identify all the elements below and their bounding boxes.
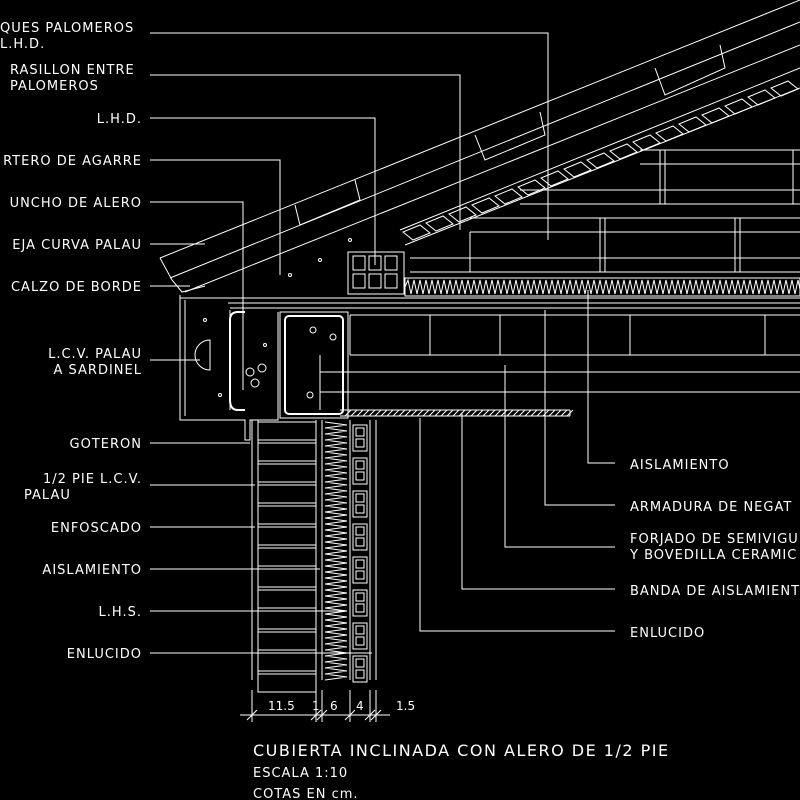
label-calzo: CALZO DE BORDE: [11, 280, 142, 295]
brick-course: [257, 631, 317, 651]
roof-slope: [159, 0, 800, 293]
hollow-brick: [352, 556, 368, 584]
brick-course: [257, 652, 317, 672]
brick-course: [257, 568, 317, 588]
brick-hole: [355, 570, 365, 580]
brick-hole: [355, 625, 365, 635]
hollow-brick: [352, 622, 368, 650]
brick-course: [257, 526, 317, 546]
label-medio-pie-1: 1/2 PIE L.C.V.: [43, 472, 142, 487]
facade-wall: [251, 420, 377, 693]
label-forjado-2: Y BOVEDILLA CERAMIC: [629, 548, 797, 563]
brick-hole: [355, 493, 365, 503]
brick-hole: [355, 669, 365, 679]
drawing-title: CUBIERTA INCLINADA CON ALERO DE 1/2 PIE: [253, 741, 670, 760]
floor-slab: [180, 297, 800, 417]
brick-course: [257, 463, 317, 483]
brick-hole: [355, 526, 365, 536]
drawing-units: COTAS EN cm.: [253, 787, 359, 800]
label-banda: BANDA DE AISLAMIENT: [630, 584, 800, 599]
brick-course: [257, 421, 317, 441]
label-tejas-palomeros-2: L.H.D.: [0, 37, 45, 52]
brick-course: [257, 610, 317, 630]
label-lhs: L.H.S.: [99, 605, 142, 620]
label-forjado-1: FORJADO DE SEMIVIGU: [630, 532, 799, 547]
label-zuncho: UNCHO DE ALERO: [10, 196, 142, 211]
brick-hole: [355, 559, 365, 569]
lhd-brick: [347, 251, 405, 295]
brick-hole: [355, 438, 365, 448]
brick-hole: [355, 658, 365, 668]
label-enfoscado: ENFOSCADO: [51, 521, 142, 536]
eave-beam: [279, 311, 349, 419]
brick-course: [257, 589, 317, 609]
title-block: CUBIERTA INCLINADA CON ALERO DE 1/2 PIE …: [253, 741, 670, 800]
dim-6: 6: [330, 699, 338, 713]
brick-hole: [355, 537, 365, 547]
dim-1: 1: [312, 699, 320, 713]
hollow-brick: [352, 457, 368, 485]
label-teja: EJA CURVA PALAU: [12, 238, 142, 253]
hollow-brick: [352, 655, 368, 683]
roof-insulation: [404, 277, 800, 297]
dimension-line: 11.5 1 6 4 1.5: [240, 690, 415, 722]
dim-1-5: 1.5: [396, 699, 415, 713]
brick-course: [257, 505, 317, 525]
label-goteron: GOTERON: [70, 437, 142, 452]
leader-lines: [150, 32, 549, 654]
hollow-brick: [352, 490, 368, 518]
brick-hole: [355, 504, 365, 514]
right-labels: AISLAMIENTO ARMADURA DE NEGAT FORJADO DE…: [629, 458, 800, 641]
eave-edge: [179, 238, 352, 441]
label-lcv-sardinel-2: A SARDINEL: [54, 363, 142, 378]
hollow-brick-row: [402, 80, 799, 241]
brick-course: [257, 673, 317, 693]
label-enlucido-right: ENLUCIDO: [630, 626, 705, 641]
hollow-brick: [352, 523, 368, 551]
hollow-brick: [352, 424, 368, 452]
drawing-scale: ESCALA 1:10: [253, 766, 348, 781]
label-mortero: RTERO DE AGARRE: [3, 154, 142, 169]
left-labels: QUES PALOMEROS L.H.D. RASILLON ENTRE PAL…: [0, 21, 142, 662]
label-rasillon-1: RASILLON ENTRE: [10, 63, 135, 78]
brick-hole: [355, 636, 365, 646]
brick-course: [257, 547, 317, 567]
label-aislamiento-right: AISLAMIENTO: [630, 458, 730, 473]
brick-hole: [355, 592, 365, 602]
leader-lines-right: [419, 290, 615, 632]
label-lcv-sardinel-1: L.C.V. PALAU: [48, 347, 142, 362]
label-enlucido-left: ENLUCIDO: [67, 647, 142, 662]
label-tejas-palomeros-1: QUES PALOMEROS: [0, 21, 134, 36]
under-roof-partition: [410, 149, 800, 273]
label-rasillon-2: PALOMEROS: [10, 79, 99, 94]
brick-hole: [355, 427, 365, 437]
brick-hole: [355, 460, 365, 470]
dim-11-5: 11.5: [268, 699, 295, 713]
brick-hole: [355, 471, 365, 481]
label-lhd: L.H.D.: [97, 112, 142, 127]
dim-4: 4: [356, 699, 364, 713]
brick-course: [257, 442, 317, 462]
label-aislamiento-left: AISLAMIENTO: [42, 563, 142, 578]
label-medio-pie-2: PALAU: [24, 488, 71, 503]
hollow-brick: [352, 589, 368, 617]
brick-course: [257, 484, 317, 504]
label-armadura: ARMADURA DE NEGAT: [630, 500, 792, 515]
brick-hole: [355, 603, 365, 613]
